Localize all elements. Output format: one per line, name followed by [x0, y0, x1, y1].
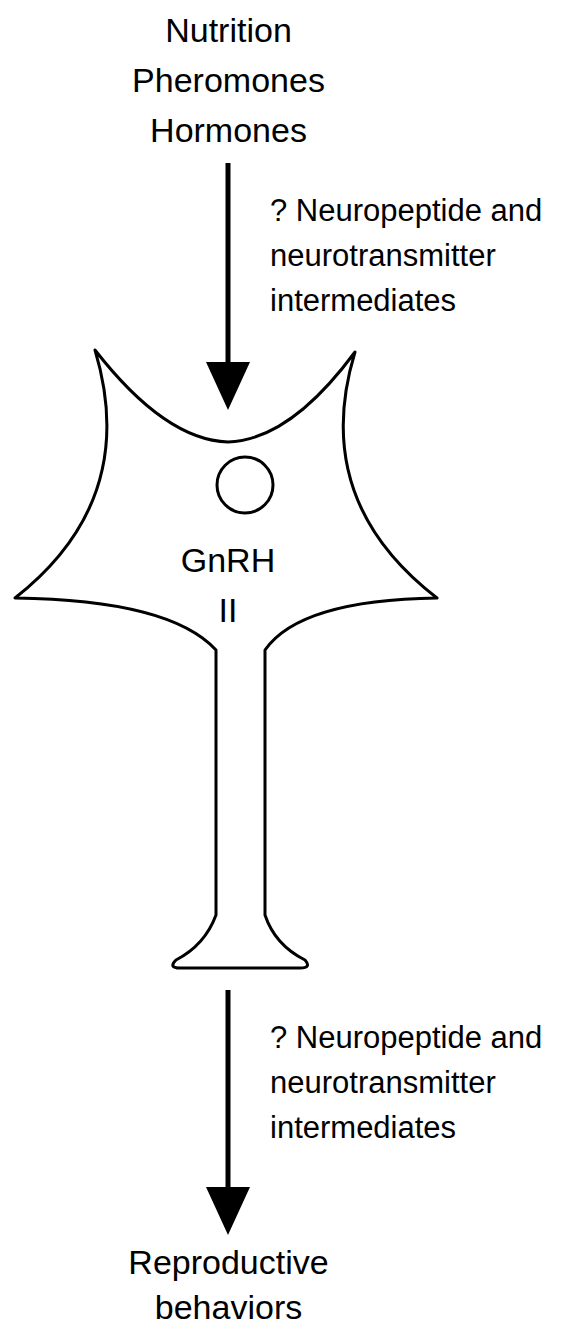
- node-text: Nutrition: [126, 5, 331, 55]
- text-node: Reproductive behaviors: [122, 1240, 335, 1327]
- text-node: NutritionPheromonesHormones: [126, 5, 331, 155]
- neuron-body: [15, 350, 437, 968]
- node-text: Pheromones: [126, 55, 331, 105]
- edge-label: ? Neuropeptide and neurotransmitter inte…: [270, 1015, 570, 1150]
- neuron-cell: GnRH II: [10, 345, 445, 975]
- cell-label-holder: GnRH II: [181, 535, 275, 635]
- node-text: Hormones: [126, 105, 331, 155]
- arrow-shaft: [226, 990, 231, 1195]
- arrow-connector: [206, 990, 250, 1235]
- arrow-shaft: [226, 163, 231, 370]
- neuron-outline: [10, 345, 445, 975]
- arrow-connector: [206, 163, 250, 410]
- edge-label: ? Neuropeptide and neurotransmitter inte…: [270, 188, 570, 323]
- cell-name: GnRH II: [181, 535, 275, 635]
- arrow-head: [206, 362, 250, 410]
- nucleus: [217, 457, 273, 513]
- arrow-head: [206, 1187, 250, 1235]
- node-text: Reproductive behaviors: [128, 1240, 328, 1327]
